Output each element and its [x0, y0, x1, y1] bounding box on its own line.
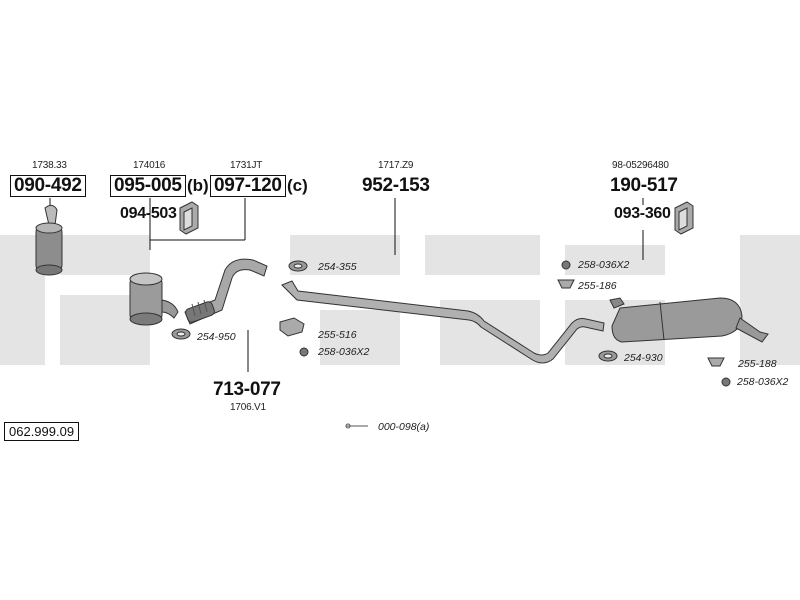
hanger-255-186-icon: [557, 279, 575, 289]
part-097-120[interactable]: 097-120: [210, 175, 286, 197]
hanger-254-355-icon: [288, 260, 308, 272]
ref-1717: 1717.Z9: [378, 160, 414, 171]
nut-258-036-b-icon: [561, 260, 571, 270]
catalytic-converter-icon: [35, 204, 63, 276]
part-093-360[interactable]: 093-360: [614, 205, 671, 222]
nut-258-036-c-icon: [721, 377, 731, 387]
suffix-b: (b): [187, 176, 209, 195]
gasket-254-950-icon: [171, 328, 191, 340]
watermark-logo: [0, 235, 800, 365]
front-pipe-icon: [184, 258, 268, 325]
middle-pipe-icon: [281, 280, 605, 364]
clip-000-098-icon: [345, 423, 368, 429]
hw-254-930[interactable]: 254-930: [624, 352, 663, 364]
part-952-153[interactable]: 952-153: [362, 175, 430, 196]
ref-1731jt: 1731JT: [230, 160, 263, 171]
hw-255-188[interactable]: 255-188: [738, 358, 777, 370]
hw-254-355[interactable]: 254-355: [318, 261, 357, 273]
part-190-517[interactable]: 190-517: [610, 175, 678, 196]
part-094-503[interactable]: 094-503: [120, 205, 177, 222]
nut-258-036-a-icon: [299, 347, 309, 357]
hw-000-098[interactable]: 000-098(a): [378, 421, 430, 433]
hanger-255-188-icon: [707, 357, 725, 367]
part-095-005[interactable]: 095-005: [110, 175, 186, 197]
ref-1706-v1: 1706.V1: [230, 402, 266, 413]
hw-258-036x2-a[interactable]: 258-036X2: [318, 346, 370, 358]
bracket-255-516-icon: [279, 317, 305, 337]
suffix-c: (c): [287, 176, 308, 195]
diagram-code: 062.999.09: [4, 422, 80, 441]
ref-1738: 1738.33: [32, 160, 67, 171]
hw-258-036x2-c[interactable]: 258-036X2: [737, 376, 789, 388]
clamp-right-icon: [674, 201, 694, 235]
hw-258-036x2-b[interactable]: 258-036X2: [578, 259, 630, 271]
hw-255-186[interactable]: 255-186: [578, 280, 617, 292]
part-090-492[interactable]: 090-492: [10, 175, 86, 197]
ref-174016: 174016: [133, 160, 166, 171]
rear-silencer-icon: [609, 297, 769, 343]
part-713-077[interactable]: 713-077: [213, 379, 281, 400]
particulate-filter-icon: [129, 272, 179, 326]
hw-254-950[interactable]: 254-950: [197, 331, 236, 343]
gasket-254-930-icon: [598, 350, 618, 362]
ref-98-05296480: 98-05296480: [612, 160, 669, 171]
hw-255-516[interactable]: 255-516: [318, 329, 357, 341]
clamp-left-icon: [179, 201, 199, 235]
